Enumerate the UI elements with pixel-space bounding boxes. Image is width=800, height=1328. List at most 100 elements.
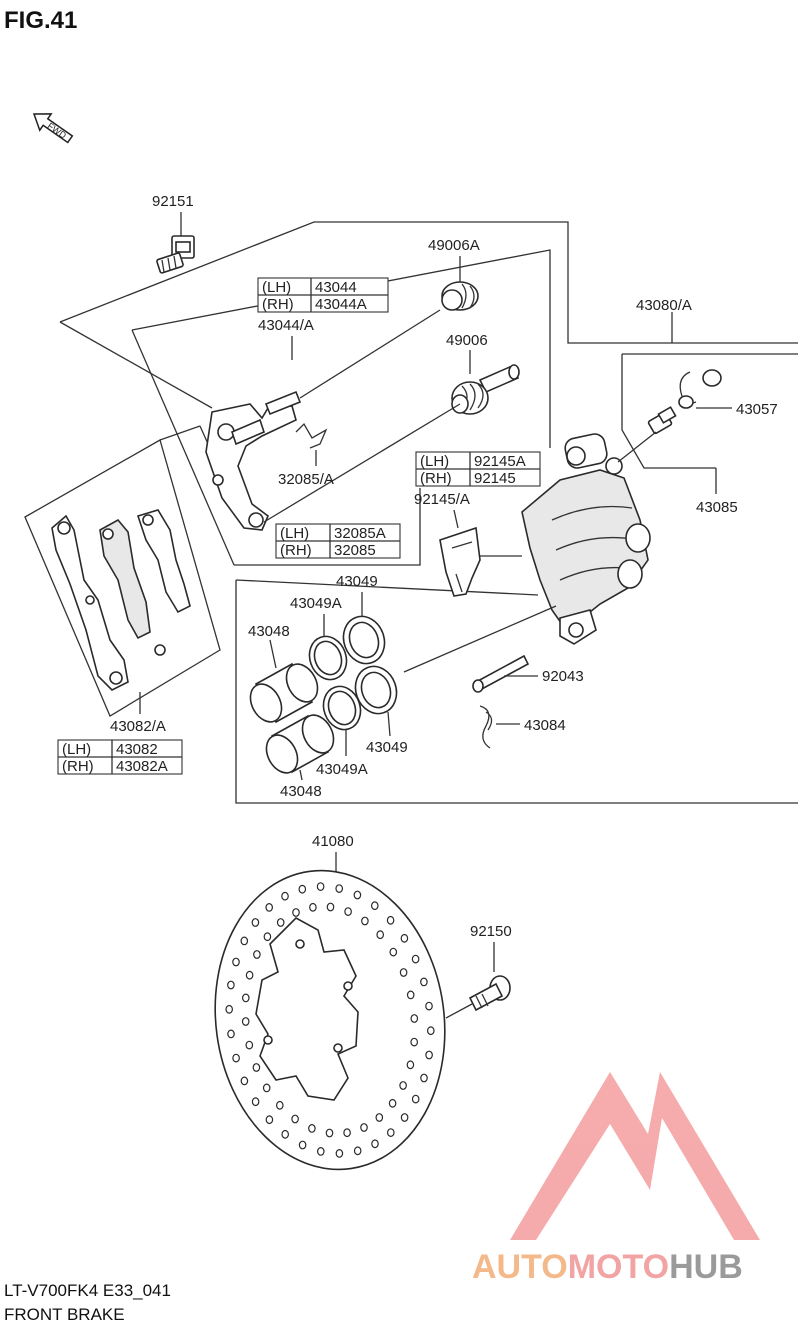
disc-hole	[232, 957, 240, 967]
t43082-rh-part: 43082A	[116, 758, 168, 775]
seal-43049A-lower	[322, 685, 362, 756]
disc-hole	[241, 1017, 250, 1026]
label-43049A-lower: 43049A	[316, 761, 368, 778]
disc-hole	[386, 915, 395, 925]
label-49006A: 49006A	[428, 237, 480, 254]
boot-49006A	[441, 256, 479, 311]
label-43082A: 43082/A	[110, 718, 166, 735]
disc-hole	[252, 1063, 261, 1072]
t32085-rh-part: 32085	[334, 542, 376, 559]
spring-32085A	[295, 422, 328, 466]
disc-hole	[308, 1123, 316, 1133]
seal-43049A-upper	[308, 614, 348, 681]
t43044-rh-part: 43044A	[315, 296, 367, 313]
label-43049-lower: 43049	[366, 739, 408, 756]
leader-92145A	[453, 509, 459, 529]
label-43085: 43085	[696, 499, 738, 516]
disc-hole	[240, 1076, 249, 1086]
t43082-lh-part: 43082	[116, 741, 158, 758]
disc-hole	[263, 932, 272, 942]
clip-43084	[479, 705, 520, 749]
disc-hole	[275, 1100, 284, 1110]
watermark-hub: HUB	[669, 1248, 743, 1286]
watermark-logo	[510, 1072, 760, 1240]
side-table-92145: (LH) 92145A (RH) 92145	[415, 451, 541, 487]
leader-bracket-boot	[299, 309, 441, 399]
disc-hole	[253, 950, 261, 959]
disc-hole	[406, 990, 415, 1000]
caliper-body	[521, 431, 657, 645]
disc-hole	[281, 891, 289, 901]
fwd-arrow-icon: FWD	[32, 113, 74, 144]
disc-hole	[361, 916, 369, 926]
t92145-lh-part: 92145A	[474, 453, 526, 470]
disc-hole	[399, 968, 408, 977]
label-43048-upper: 43048	[248, 623, 290, 640]
t43044-lh-part: 43044	[315, 279, 357, 296]
disc-hole	[291, 1114, 299, 1124]
disc-hole	[400, 933, 409, 943]
disc-hole	[370, 901, 379, 911]
label-92151: 92151	[152, 193, 194, 210]
label-49006: 49006	[446, 332, 488, 349]
label-41080: 41080	[312, 833, 354, 850]
label-43080A: 43080/A	[636, 297, 692, 314]
side-table-32085: (LH) 32085A (RH) 32085	[275, 523, 401, 559]
disc-hole	[309, 902, 317, 912]
disc-hole	[316, 882, 325, 891]
disc-hole	[276, 918, 285, 927]
model-code: LT-V700FK4 E33_041	[4, 1281, 171, 1300]
bleeder-box	[621, 354, 716, 469]
disc-hole	[353, 890, 362, 900]
disc-hole	[426, 1026, 435, 1036]
t43082-rh-side: (RH)	[62, 758, 94, 775]
label-92043: 92043	[542, 668, 584, 685]
disc-hole	[242, 993, 250, 1003]
disc-hole	[420, 977, 428, 987]
disc-hole	[411, 954, 420, 964]
t43044-rh-side: (RH)	[262, 296, 294, 313]
brake-pads-43082	[51, 509, 191, 691]
disc-hole	[316, 1146, 325, 1156]
disc-holes	[225, 882, 435, 1158]
watermark-text: AUTOMOTOHUB	[472, 1248, 743, 1286]
disc-hole	[225, 1004, 234, 1014]
pads-outline	[24, 439, 221, 717]
disc-hole	[376, 930, 385, 940]
label-32085A: 32085/A	[278, 471, 334, 488]
disc-hole	[406, 1060, 415, 1070]
label-43049-upper: 43049	[336, 573, 378, 590]
t92145-lh-side: (LH)	[420, 453, 449, 470]
label-43057: 43057	[736, 401, 778, 418]
t43044-lh-side: (LH)	[262, 279, 291, 296]
disc-hole	[344, 907, 352, 916]
label-92145A: 92145/A	[414, 491, 470, 508]
pad-spring-92145	[439, 526, 522, 597]
leader-pistons-caliper	[403, 605, 557, 673]
disc-hole	[375, 1113, 384, 1122]
disc-hole	[325, 1128, 334, 1138]
disc-hole	[411, 1094, 420, 1104]
disc-hole	[335, 1148, 344, 1158]
bracket-outline-bottom	[234, 488, 421, 566]
bracket-outline-left	[131, 329, 235, 566]
piston-outline	[235, 580, 798, 804]
disc-hole	[265, 1115, 274, 1125]
disc-hole	[326, 902, 335, 912]
disc-hole	[251, 918, 260, 927]
piston-43048-lower	[265, 714, 335, 781]
disc-hole	[245, 970, 254, 980]
t32085-lh-part: 32085A	[334, 525, 386, 542]
leader-bracket-pin	[263, 403, 461, 523]
pin-49006	[451, 350, 520, 415]
section-name: FRONT BRAKE	[4, 1305, 125, 1324]
disc-hole	[343, 1128, 351, 1138]
assembly-outline-left	[59, 321, 213, 409]
watermark-moto: MOTO	[568, 1248, 669, 1286]
t92145-rh-part: 92145	[474, 470, 516, 487]
t43082-lh-side: (LH)	[62, 741, 91, 758]
disc-hole	[298, 1140, 307, 1150]
bleeder-43057	[647, 369, 732, 435]
t32085-lh-side: (LH)	[280, 525, 309, 542]
